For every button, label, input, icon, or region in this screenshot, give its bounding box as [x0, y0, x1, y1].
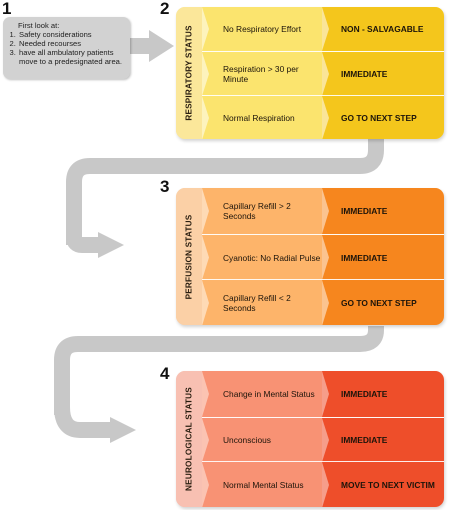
condition-cell: Capillary Refill > 2 Seconds	[202, 188, 322, 234]
intro-item: Safety considerations	[18, 30, 126, 39]
condition-cell: No Respiratory Effort	[202, 7, 322, 51]
chevron-icon	[322, 96, 329, 139]
intro-to-step2-arrow	[130, 30, 174, 62]
condition-text: Cyanotic: No Radial Pulse	[223, 252, 321, 263]
condition-cell: Normal Mental Status	[202, 462, 322, 507]
action-cell: IMMEDIATE	[322, 188, 444, 234]
action-text: GO TO NEXT STEP	[341, 113, 417, 123]
condition-text: Change in Mental Status	[223, 389, 315, 399]
neurological-row: Change in Mental Status IMMEDIATE	[202, 371, 444, 417]
chevron-icon	[322, 418, 329, 462]
step-number-4: 4	[160, 364, 170, 383]
action-text: IMMEDIATE	[341, 389, 388, 399]
condition-text: Respiration > 30 per Minute	[223, 64, 299, 84]
respiratory-panel: RESPIRATORY STATUS No Respiratory Effort…	[176, 7, 444, 139]
action-text: NON - SALVAGABLE	[341, 24, 424, 34]
action-cell: IMMEDIATE	[322, 235, 444, 280]
condition-cell: Normal Respiration	[202, 96, 322, 139]
condition-text: No Respiratory Effort	[223, 24, 302, 34]
neurological-label-band: NEUROLOGICAL STATUS	[176, 371, 202, 507]
action-text: IMMEDIATE	[341, 435, 388, 445]
action-cell: GO TO NEXT STEP	[322, 280, 444, 325]
chevron-icon	[202, 235, 209, 280]
action-cell: NON - SALVAGABLE	[322, 7, 444, 51]
chevron-icon	[322, 188, 329, 234]
action-text: GO TO NEXT STEP	[341, 298, 417, 308]
respiratory-row: No Respiratory Effort NON - SALVAGABLE	[202, 7, 444, 51]
step-number-2: 2	[160, 0, 170, 18]
condition-cell: Change in Mental Status	[202, 371, 322, 417]
chevron-icon	[322, 235, 329, 280]
chevron-icon	[322, 371, 329, 417]
condition-text: Capillary Refill < 2 Seconds	[223, 293, 291, 313]
chevron-icon	[322, 52, 329, 96]
condition-cell: Cyanotic: No Radial Pulse	[202, 235, 322, 280]
intro-item: Needed recourses	[18, 39, 126, 48]
step-number-3: 3	[160, 177, 170, 196]
neurological-row: Unconscious IMMEDIATE	[202, 417, 444, 462]
action-cell: MOVE TO NEXT VICTIM	[322, 462, 444, 507]
intro-item: have all ambulatory patients move to a p…	[18, 48, 126, 66]
chevron-icon	[202, 96, 209, 139]
intro-box: First look at: Safety considerations Nee…	[3, 17, 130, 79]
chevron-icon	[322, 280, 329, 325]
condition-text: Normal Mental Status	[223, 480, 304, 490]
condition-text: Unconscious	[223, 435, 271, 445]
step-number-1: 1	[2, 0, 12, 18]
action-text: MOVE TO NEXT VICTIM	[341, 480, 435, 490]
condition-cell: Unconscious	[202, 418, 322, 462]
condition-text: Capillary Refill > 2 Seconds	[223, 201, 291, 221]
neurological-status-label: NEUROLOGICAL STATUS	[184, 387, 194, 491]
intro-heading: First look at:	[18, 21, 60, 30]
respiratory-row: Normal Respiration GO TO NEXT STEP	[202, 95, 444, 139]
action-cell: IMMEDIATE	[322, 371, 444, 417]
chevron-icon	[202, 188, 209, 234]
neurological-panel: NEUROLOGICAL STATUS Change in Mental Sta…	[176, 371, 444, 507]
action-cell: IMMEDIATE	[322, 52, 444, 96]
perfusion-row: Capillary Refill < 2 Seconds GO TO NEXT …	[202, 279, 444, 325]
chevron-icon	[322, 462, 329, 507]
action-text: IMMEDIATE	[341, 69, 388, 79]
perfusion-status-label: PERFUSION STATUS	[184, 214, 194, 299]
respiratory-status-label: RESPIRATORY STATUS	[184, 25, 194, 121]
condition-cell: Capillary Refill < 2 Seconds	[202, 280, 322, 325]
step3-to-step4-arrow	[54, 322, 384, 415]
perfusion-row: Capillary Refill > 2 Seconds IMMEDIATE	[202, 188, 444, 234]
step2-to-step3-arrow	[66, 138, 384, 245]
action-cell: GO TO NEXT STEP	[322, 96, 444, 139]
chevron-icon	[202, 418, 209, 462]
chevron-icon	[322, 7, 329, 51]
chevron-icon	[202, 7, 209, 51]
perfusion-row: Cyanotic: No Radial Pulse IMMEDIATE	[202, 234, 444, 280]
chevron-icon	[202, 280, 209, 325]
chevron-icon	[202, 462, 209, 507]
condition-cell: Respiration > 30 per Minute	[202, 52, 322, 96]
intro-list: Safety considerations Needed recourses h…	[9, 30, 126, 66]
action-text: IMMEDIATE	[341, 206, 388, 216]
neurological-row: Normal Mental Status MOVE TO NEXT VICTIM	[202, 461, 444, 507]
condition-text: Normal Respiration	[223, 113, 295, 123]
action-cell: IMMEDIATE	[322, 418, 444, 462]
respiratory-label-band: RESPIRATORY STATUS	[176, 7, 202, 139]
respiratory-row: Respiration > 30 per Minute IMMEDIATE	[202, 51, 444, 96]
chevron-icon	[202, 52, 209, 96]
perfusion-label-band: PERFUSION STATUS	[176, 188, 202, 325]
chevron-icon	[202, 371, 209, 417]
perfusion-panel: PERFUSION STATUS Capillary Refill > 2 Se…	[176, 188, 444, 325]
action-text: IMMEDIATE	[341, 252, 388, 263]
